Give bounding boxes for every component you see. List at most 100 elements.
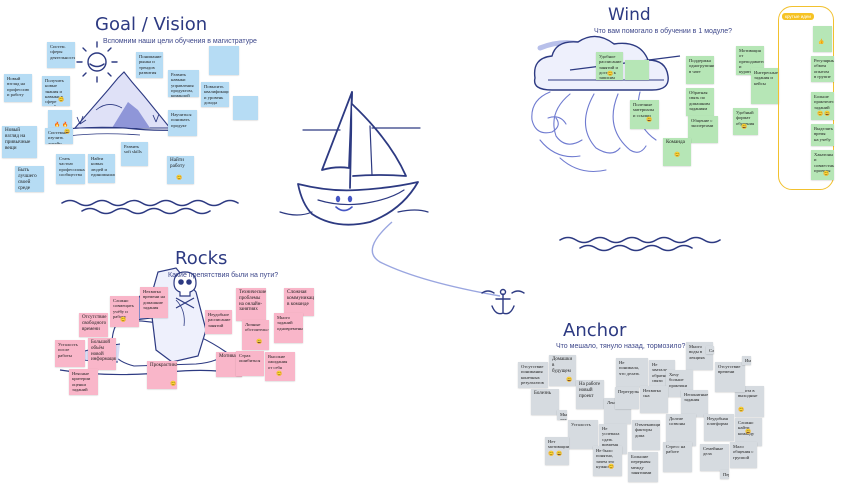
sticky-note[interactable]: Большие перерывы между занятиями <box>628 452 658 482</box>
sticky-note[interactable]: Отсутствие понимания конечных результато… <box>518 362 548 388</box>
sticky-note[interactable]: Развить навыки управления продуктом, ком… <box>168 70 199 97</box>
sticky-note[interactable]: Не понимала, что делать <box>616 358 648 387</box>
sticky-note[interactable] <box>209 46 239 75</box>
sticky-note[interactable]: Отсутствие свободного времени <box>79 313 108 337</box>
sticky-note[interactable]: Полезные материалы и ссылки <box>630 100 659 129</box>
sticky-note[interactable]: Общение с экспертами <box>688 116 718 143</box>
sticky-note[interactable]: Прокрастинация <box>147 361 177 389</box>
emoji-reaction[interactable]: 😀 <box>256 339 263 345</box>
sticky-note[interactable]: Отсутствие времени <box>715 362 745 392</box>
sticky-note[interactable]: Получить новые знания и навыки в сфере д… <box>42 76 70 106</box>
sticky-note[interactable]: Сложная коммуникация в команде <box>284 288 314 316</box>
emoji-reaction[interactable]: 😀 <box>745 429 752 435</box>
emoji-reaction[interactable]: 🔥 <box>62 122 69 128</box>
sticky-note[interactable]: Много задач <box>557 410 567 420</box>
sticky-note[interactable]: Понимание рынка и трендов развития <box>136 52 163 78</box>
sticky-note[interactable]: Нет мотивации <box>545 437 569 465</box>
sticky-note[interactable]: Долгие созвоны <box>666 414 696 446</box>
sticky-note[interactable]: Хакатоны и совместные проекты <box>811 150 834 180</box>
sticky-note[interactable]: Стать частью профессионального сообществ… <box>56 154 85 184</box>
sticky-note[interactable]: Высокие ожидания от себя <box>265 352 295 381</box>
emoji-reaction[interactable]: 😀 <box>566 377 573 383</box>
sticky-note[interactable] <box>233 96 258 120</box>
sticky-note[interactable]: Семейные дела <box>700 444 729 471</box>
sticky-note[interactable]: Развить soft skills <box>121 142 148 166</box>
sticky-note[interactable]: Сложно найти команду <box>735 418 762 446</box>
sticky-note[interactable]: Системно изучить дизайн сервисов и проду… <box>45 128 73 144</box>
sticky-note[interactable]: Удобное расписание занятий и доступ к за… <box>596 52 623 80</box>
goal-vision-title: Goal / Vision <box>95 14 208 35</box>
sticky-note[interactable] <box>625 60 649 80</box>
emoji-reaction[interactable]: 😊 <box>120 317 127 323</box>
emoji-reaction[interactable]: 😀 <box>824 111 831 117</box>
emoji-reaction[interactable]: 🔥 <box>54 122 61 128</box>
sticky-note[interactable]: Неудобная платформа <box>704 414 734 441</box>
sticky-note[interactable]: Мотивация от преподавателей и кураторов <box>736 46 764 75</box>
sticky-note[interactable]: Сложно сосредоточиться <box>706 346 714 354</box>
sticky-note[interactable]: Технические проблемы на онлайн-занятиях <box>236 288 266 321</box>
wind-subtitle: Что вам помогало в обучении в 1 модуле? <box>594 28 733 35</box>
sticky-note[interactable]: Регулярный обмен опытом в группе <box>811 56 834 82</box>
sticky-note[interactable]: Болезнь <box>531 389 559 415</box>
emoji-reaction[interactable]: 😊 <box>276 371 283 377</box>
sticky-note[interactable]: Обратная связь по домашним заданиям <box>686 88 714 116</box>
sticky-note[interactable]: Страх ошибиться <box>236 351 264 376</box>
sticky-note[interactable]: Мало общения с группой <box>730 442 757 468</box>
sticky-note[interactable]: Неясные критерии оценки заданий <box>69 369 98 395</box>
emoji-reaction[interactable]: 😀 <box>741 124 748 130</box>
sticky-note[interactable]: Домашки в будущем <box>549 355 576 386</box>
emoji-reaction[interactable]: 👍 <box>818 39 825 45</box>
sticky-note[interactable] <box>48 110 72 132</box>
emoji-reaction[interactable]: 😊 <box>607 71 614 77</box>
emoji-reaction[interactable]: 😊 <box>674 152 681 158</box>
emoji-reaction[interactable]: 😀 <box>556 451 563 457</box>
sticky-note[interactable]: Перегрузка <box>615 387 639 409</box>
sticky-note[interactable]: Новый взгляд на привычные вещи <box>2 126 37 158</box>
sticky-note[interactable]: Интернет <box>742 356 751 365</box>
sticky-note[interactable]: Выделять время на учебу <box>811 124 834 146</box>
emoji-reaction[interactable]: 😊 <box>58 97 65 103</box>
sticky-note[interactable]: Переезд <box>720 470 729 479</box>
mountain-icon <box>57 71 189 137</box>
sticky-note[interactable]: Не было понятно, зачем это нужно <box>593 446 622 476</box>
sticky-note[interactable]: Найти работу <box>167 156 194 184</box>
emoji-reaction[interactable]: 😊 <box>170 381 177 387</box>
sticky-note[interactable]: На работе новый проект <box>576 380 604 409</box>
emoji-reaction[interactable]: 😊 <box>817 111 824 117</box>
sticky-note[interactable]: Новый взгляд на профессию и работу <box>4 74 32 102</box>
sticky-note[interactable]: Интересные задания и кейсы <box>751 68 779 104</box>
sticky-note[interactable]: Повысить квалификацию и уровень дохода <box>201 82 229 107</box>
sticky-note[interactable]: Систем. сферы деятельности <box>47 42 75 68</box>
sun-icon <box>76 41 118 83</box>
sticky-note[interactable]: Хочу больше практики <box>666 370 693 397</box>
wind-icon <box>531 91 657 173</box>
emoji-reaction[interactable]: 😊 <box>738 407 745 413</box>
sticky-note[interactable]: Усталость после работы <box>55 340 85 367</box>
sticky-note[interactable]: Усталость <box>568 420 598 449</box>
sticky-note[interactable]: Неудобное расписание занятий <box>205 310 232 334</box>
sticky-note[interactable]: Команда <box>663 138 691 166</box>
sticky-note[interactable]: Сложно совмещать учёбу и работу <box>110 296 139 327</box>
emoji-reaction[interactable]: 😀 <box>64 129 71 135</box>
emoji-reaction[interactable]: 😀 <box>646 117 653 123</box>
sticky-note[interactable]: Стресс на работе <box>663 442 692 472</box>
sticky-note[interactable]: Нехватка времени на домашние задания <box>140 287 168 318</box>
emoji-reaction[interactable]: 😊 <box>176 175 183 181</box>
sticky-note[interactable]: Личные обстоятельства <box>242 320 269 350</box>
sticky-note[interactable]: Много заданий одновременно <box>274 313 303 343</box>
emoji-reaction[interactable]: 😊 <box>608 464 615 470</box>
sticky-note[interactable]: Поддержка одногруппников в чате <box>686 56 714 84</box>
sticky-note[interactable]: Непонятные задания <box>681 390 708 417</box>
sticky-note[interactable]: Отвлекающие факторы дома <box>632 420 660 450</box>
sticky-note[interactable]: Больше практических заданий <box>811 92 834 120</box>
sticky-note[interactable]: Найти новых людей и единомышленников <box>88 154 115 183</box>
sticky-note[interactable]: Быть лучшего своей среде <box>15 166 44 192</box>
sticky-note[interactable]: Научиться понимать продукт <box>168 110 197 136</box>
emoji-reaction[interactable]: 😊 <box>548 451 555 457</box>
sticky-note[interactable]: Большой объём новой информации <box>88 338 116 370</box>
sticky-note[interactable]: Нехватка сна <box>640 386 668 413</box>
emoji-reaction[interactable]: 😊 <box>823 171 830 177</box>
sticky-note[interactable] <box>813 26 832 52</box>
sticky-note[interactable]: Удобный формат обучения <box>733 108 758 135</box>
